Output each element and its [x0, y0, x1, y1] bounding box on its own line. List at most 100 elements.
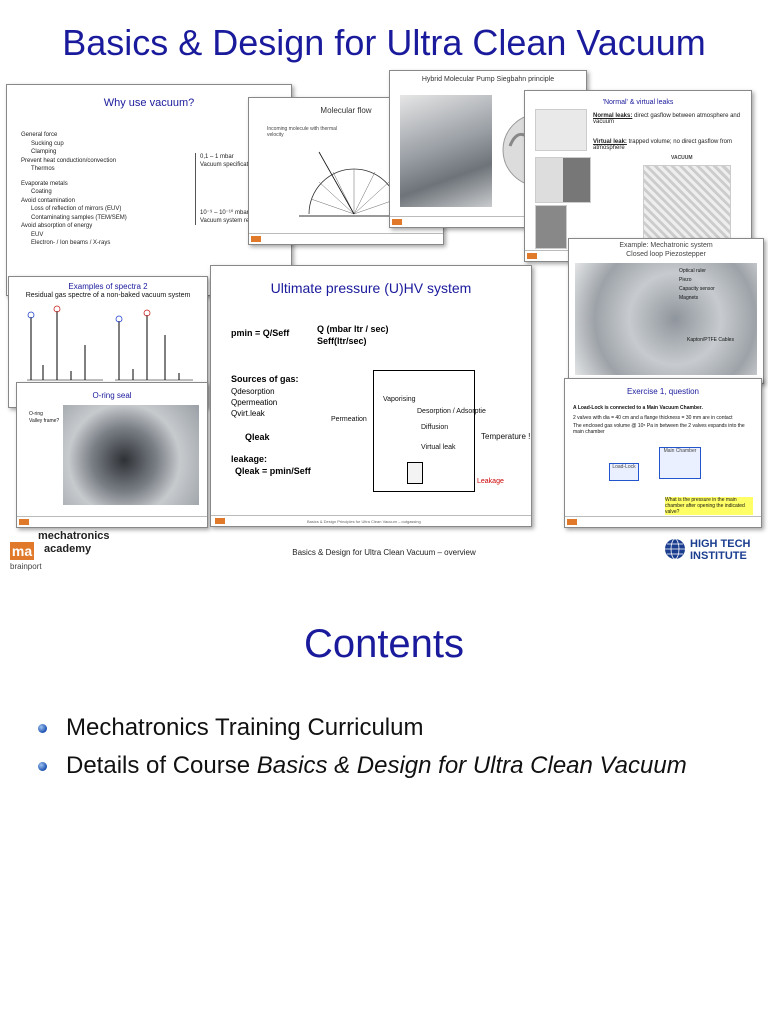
thumb-virtual-leaks: 'Normal' & virtual leaks Normal leaks: d…	[524, 90, 752, 262]
label-desorption: Desorption / Adsorptie	[417, 408, 486, 415]
thumb-footer: Basics & Design Principles for Ultra Cle…	[211, 515, 531, 526]
logo-text-high-tech: HIGH TECH	[690, 538, 751, 550]
label-leakage: Leakage	[477, 478, 504, 485]
normal-leaks-text: Normal leaks: direct gasflow between atm…	[593, 113, 743, 125]
thumb-title: Example: Mechatronic system	[619, 242, 713, 249]
leakage-heading: leakage:	[231, 454, 268, 464]
contents-item-text: Details of Course	[66, 752, 257, 779]
note: Vacuum specification	[200, 162, 257, 168]
normal-leaks-label: Normal leaks:	[593, 113, 633, 119]
exercise-text-2: 2 valves with dia = 40 cm and a flange t…	[573, 415, 733, 421]
main-chamber-box: Main Chamber	[659, 447, 701, 479]
logo-text-brainport: brainport	[10, 562, 42, 571]
list-item: Loss of reflection of mirrors (EUV)	[31, 206, 122, 212]
oring-label: O-ring	[29, 411, 43, 417]
mechatronics-academy-logo: mechatronics ma academy brainport	[10, 530, 120, 574]
thumb-title: 'Normal' & virtual leaks	[602, 99, 674, 106]
exercise-question: What is the pressure in the main chamber…	[665, 497, 753, 515]
pump-cutaway-image	[400, 95, 492, 207]
label-permeation: Permeation	[331, 416, 367, 423]
thumb-title: Examples of spectra 2	[68, 282, 148, 291]
contents-item: Details of Course Basics & Design for Ul…	[38, 752, 758, 782]
piezostepper-image	[575, 263, 757, 375]
thumb-exercise: Exercise 1, question A Load-Lock is conn…	[564, 378, 762, 528]
label-vaporising: Vaporising	[383, 396, 416, 403]
list-item: Prevent heat conduction/convection	[21, 157, 117, 164]
valley-label: Valley frame?	[29, 418, 60, 424]
label-temperature: Temperature !	[481, 432, 531, 441]
note: 0,1 – 1 mbar	[200, 154, 234, 160]
exercise-text-1: A Load-Lock is connected to a Main Vacuu…	[573, 405, 703, 411]
leak-diagram-3	[535, 205, 567, 249]
spectra-plot	[27, 305, 193, 381]
list-item: Avoid absorption of energy	[21, 223, 93, 229]
note: 10⁻⁹ – 10⁻¹⁰ mbar	[200, 210, 249, 216]
thumb-title: Exercise 1, question	[626, 387, 700, 396]
list-item: Clamping	[31, 149, 57, 155]
molecule-label: Incoming molecule with thermal velocity	[267, 126, 338, 138]
thumb-footer-text: Basics & Design Principles for Ultra Cle…	[307, 519, 421, 524]
leak-diagram-1	[535, 109, 587, 151]
bullet-list: General force Sucking cup Clamping Preve…	[21, 131, 191, 248]
thumb-title: Hybrid Molecular Pump Siegbahn principle	[421, 76, 555, 83]
qleak: Qleak	[245, 432, 270, 442]
source-item: Qpermeation	[231, 398, 278, 407]
thumb-title: O-ring seal	[92, 391, 132, 400]
list-item: EUV	[31, 231, 44, 238]
units-s: Seff(ltr/sec)	[317, 336, 367, 346]
logo-text-mechatronics: mechatronics	[38, 530, 110, 542]
chamber-box	[373, 370, 475, 492]
cable-label: Kapton/PTFE Cables	[687, 337, 734, 343]
globe-icon	[665, 538, 685, 560]
thumb-footer	[390, 216, 586, 227]
logo-mark: ma	[10, 542, 34, 560]
label-virtual-leak: Virtual leak	[421, 444, 456, 451]
exercise-text-3: The enclosed gas volume @ 10⁵ Pa in betw…	[573, 423, 745, 435]
component-label: Piezo	[679, 277, 692, 283]
bullet-icon	[38, 762, 47, 771]
thumb-title: Molecular flow	[320, 106, 372, 115]
virtual-leak-text: Virtual leak: trapped volume; no direct …	[593, 139, 743, 151]
load-lock-box: Load-Lock	[609, 463, 639, 481]
slide-title: Basics & Design for Ultra Clean Vacuum	[62, 22, 706, 63]
thumb-footer	[249, 233, 443, 244]
contents-item-text: Mechatronics Training Curriculum	[66, 714, 424, 741]
list-item: Avoid contamination	[21, 197, 75, 204]
note: Vacuum system requirement	[200, 218, 276, 224]
component-labels: Optical ruler Piezo Capacity sensor Magn…	[679, 267, 749, 303]
leakage-formula: Qleak = pmin/Seff	[235, 466, 311, 476]
sources-list: Qdesorption Qpermeation Qvirt.leak	[231, 386, 277, 419]
thumb-title: Why use vacuum?	[103, 97, 195, 109]
list-item: Sucking cup	[31, 140, 64, 147]
leak-diagram-4	[643, 165, 731, 247]
thumb-why-vacuum: Why use vacuum? General force Sucking cu…	[6, 84, 292, 296]
main-chamber-label: Main Chamber	[663, 448, 697, 454]
footer-center-text: Basics & Design for Ultra Clean Vacuum –…	[292, 548, 476, 557]
units-q: Q (mbar ltr / sec)	[317, 324, 389, 334]
thumb-title: Ultimate pressure (U)HV system	[270, 280, 472, 296]
component-label: Optical ruler	[679, 268, 706, 274]
normal-leaks-desc: direct gasflow between atmosphere and va…	[593, 113, 741, 125]
vacuum-label: VACUUM	[671, 155, 693, 161]
high-tech-institute-logo: HIGH TECH INSTITUTE	[664, 536, 764, 568]
sources-heading: Sources of gas:	[231, 374, 299, 384]
source-item: Qvirt.leak	[231, 409, 265, 418]
source-item: Qdesorption	[231, 387, 275, 396]
course-name: Basics & Design for Ultra Clean Vacuum	[256, 752, 687, 779]
virtual-leak-label: Virtual leak:	[593, 139, 627, 145]
component-label: Magnets	[679, 295, 699, 301]
thumb-oring: O-ring seal O-ring Valley frame?	[16, 382, 208, 528]
contents-heading: Contents	[303, 622, 465, 666]
thumb-footer	[17, 516, 207, 527]
load-lock-label: Load-Lock	[612, 464, 636, 470]
oring-chamber-image	[63, 405, 199, 505]
list-item: General force	[21, 132, 58, 138]
leak-diagram-2	[535, 157, 591, 203]
thumb-footer	[565, 516, 761, 527]
contents-item-text-wrap: Details of Course Basics & Design for Ul…	[66, 752, 687, 780]
list-item: Electron- / Ion beams / X-rays	[31, 240, 111, 246]
label-diffusion: Diffusion	[421, 424, 449, 431]
logo-text-institute: INSTITUTE	[690, 550, 747, 562]
bullet-icon	[38, 724, 47, 733]
list-item: Thermos	[31, 166, 55, 172]
